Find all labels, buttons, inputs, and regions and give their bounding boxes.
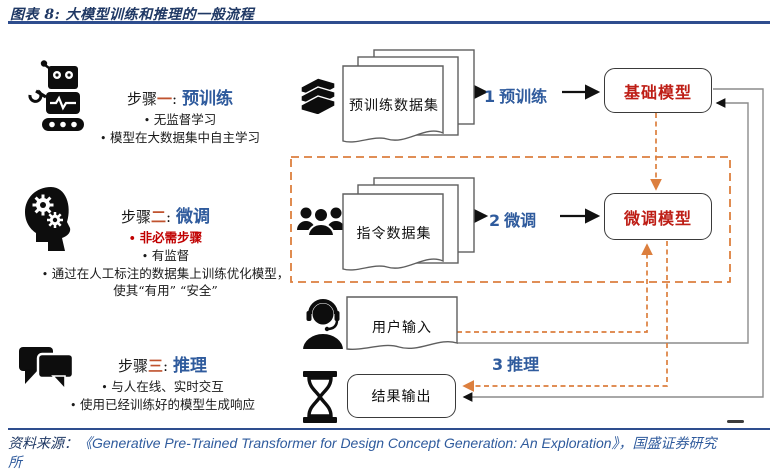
- step-2-bullet-tail: 使其“有用” “安全”: [113, 282, 218, 298]
- figure-title: 图表 8: 大模型训练和推理的一般流程: [10, 7, 255, 23]
- step-2-heading: 步骤二:微调: [120, 207, 211, 227]
- user-input-label: 用户输入: [372, 320, 432, 336]
- step-2-finetuning: 步骤二:微调 非必需步骤 有监督 通过在人工标注的数据集上训练优化模型， 使其“…: [8, 202, 323, 298]
- instruct-dataset-label: 指令数据集: [356, 226, 432, 242]
- source-title: 《Generative Pre-Trained Transformer for …: [78, 435, 619, 451]
- step-1-pretraining: 步骤一:预训练 无监督学习 模型在大数据集中自主学习: [55, 84, 305, 145]
- result-output-box: 结果输出: [347, 374, 456, 418]
- dashed-input-to-finetuned: [457, 243, 653, 333]
- step-1-bullet: 模型在大数据集中自主学习: [55, 130, 305, 145]
- finetuned-model-box: 微调模型: [604, 193, 712, 240]
- base-model-box: 基础模型: [604, 68, 712, 113]
- source-prefix: 资料来源：: [8, 436, 78, 452]
- title-divider: [8, 21, 770, 24]
- step-2-bullet: 通过在人工标注的数据集上训练优化模型，: [8, 266, 323, 281]
- step-3-inference: 步骤三:推理 与人在线、实时交互 使用已经训练好的模型生成响应: [15, 351, 310, 412]
- step-3-bullet: 使用已经训练好的模型生成响应: [15, 397, 310, 412]
- source-suffix: ，国盛证券研究所: [8, 436, 717, 471]
- step-1-bullet: 无监督学习: [55, 112, 305, 127]
- step-2-bullet: 有监督: [8, 248, 323, 263]
- source-note: 资料来源：《Generative Pre-Trained Transformer…: [8, 434, 724, 473]
- user-headset-icon: [300, 299, 346, 351]
- step-3-heading: 步骤三:推理: [117, 356, 208, 376]
- step-3-bullet: 与人在线、实时交互: [15, 379, 310, 394]
- books-icon: [300, 77, 336, 114]
- dash-mark: [727, 420, 744, 423]
- step-2-bullet-optional: 非必需步骤: [8, 230, 323, 245]
- step-1-heading: 步骤一:预训练: [126, 89, 234, 109]
- footer-divider: [8, 428, 770, 430]
- pretrain-dataset-label: 预训练数据集: [349, 98, 439, 114]
